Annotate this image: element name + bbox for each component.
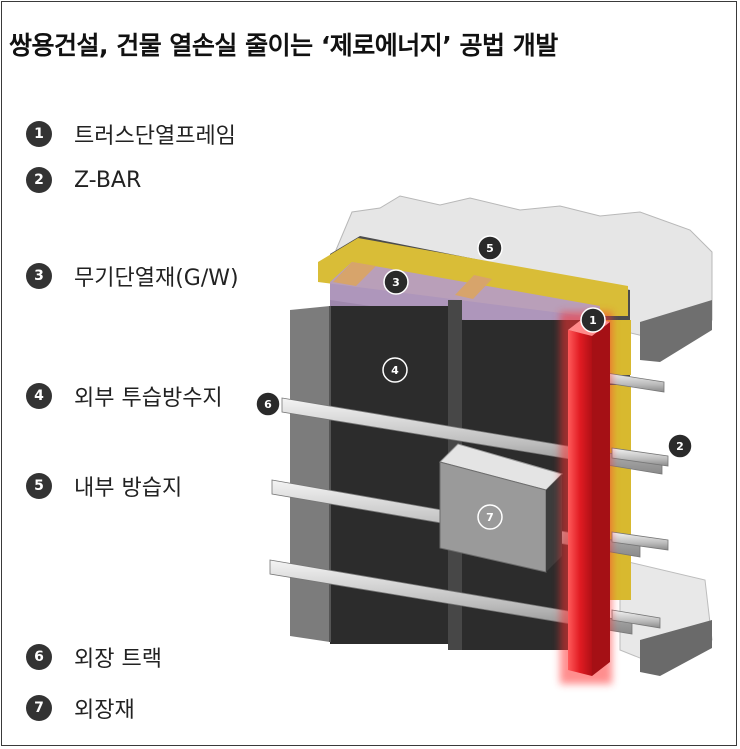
cladding-side — [546, 474, 562, 572]
wood-stud-2 — [455, 275, 492, 299]
legend-label: 외부 투습방수지 — [74, 386, 223, 411]
callout-7-label: 7 — [486, 511, 494, 524]
legend-number: 2 — [26, 167, 52, 193]
callout-6: 6 — [255, 391, 281, 417]
callout-4: 4 — [382, 357, 408, 383]
concrete-slab-face — [640, 300, 712, 362]
breathable-membrane-left — [290, 306, 330, 642]
legend-number: 5 — [26, 473, 52, 499]
callout-5: 5 — [477, 235, 503, 261]
legend-item-z-bar: 2 Z-BAR — [26, 166, 141, 194]
legend-number: 7 — [26, 695, 52, 721]
truss-frame — [568, 330, 592, 676]
truss-frame-side — [592, 322, 610, 676]
callout-6-label: 6 — [264, 398, 272, 411]
legend-number: 1 — [26, 121, 52, 147]
legend-label: Z-BAR — [74, 167, 142, 193]
legend-item-insulation: 3 무기단열재(G/W) — [26, 262, 239, 291]
legend-item-exterior-track: 6 외장 트랙 — [26, 643, 162, 672]
legend-item-truss-frame: 1 트러스단열프레임 — [26, 120, 236, 149]
legend-label: 트러스단열프레임 — [74, 124, 236, 149]
callout-1-label: 1 — [589, 314, 597, 327]
legend-label: 외장재 — [74, 698, 135, 723]
callout-3: 3 — [383, 269, 409, 295]
legend-label: 외장 트랙 — [74, 647, 162, 672]
legend-number: 6 — [26, 644, 52, 670]
callout-4-label: 4 — [391, 364, 399, 377]
legend-item-cladding: 7 외장재 — [26, 694, 135, 723]
legend-label: 무기단열재(G/W) — [74, 266, 239, 291]
legend-number: 3 — [26, 263, 52, 289]
legend-item-vapor-barrier: 5 내부 방습지 — [26, 472, 183, 501]
callout-3-label: 3 — [392, 276, 400, 289]
wood-stud-1 — [333, 262, 376, 286]
callout-5-label: 5 — [486, 242, 494, 255]
callout-7: 7 — [477, 504, 503, 530]
callout-1: 1 — [580, 307, 606, 333]
callout-2-label: 2 — [676, 440, 684, 453]
legend-number: 4 — [26, 383, 52, 409]
callout-2: 2 — [667, 433, 693, 459]
page-title: 쌍용건설, 건물 열손실 줄이는 ‘제로에너지’ 공법 개발 — [9, 31, 558, 60]
legend-item-breathable-membrane: 4 외부 투습방수지 — [26, 382, 223, 411]
legend-label: 내부 방습지 — [74, 476, 183, 501]
concrete-slab-bottom-face — [640, 620, 712, 676]
